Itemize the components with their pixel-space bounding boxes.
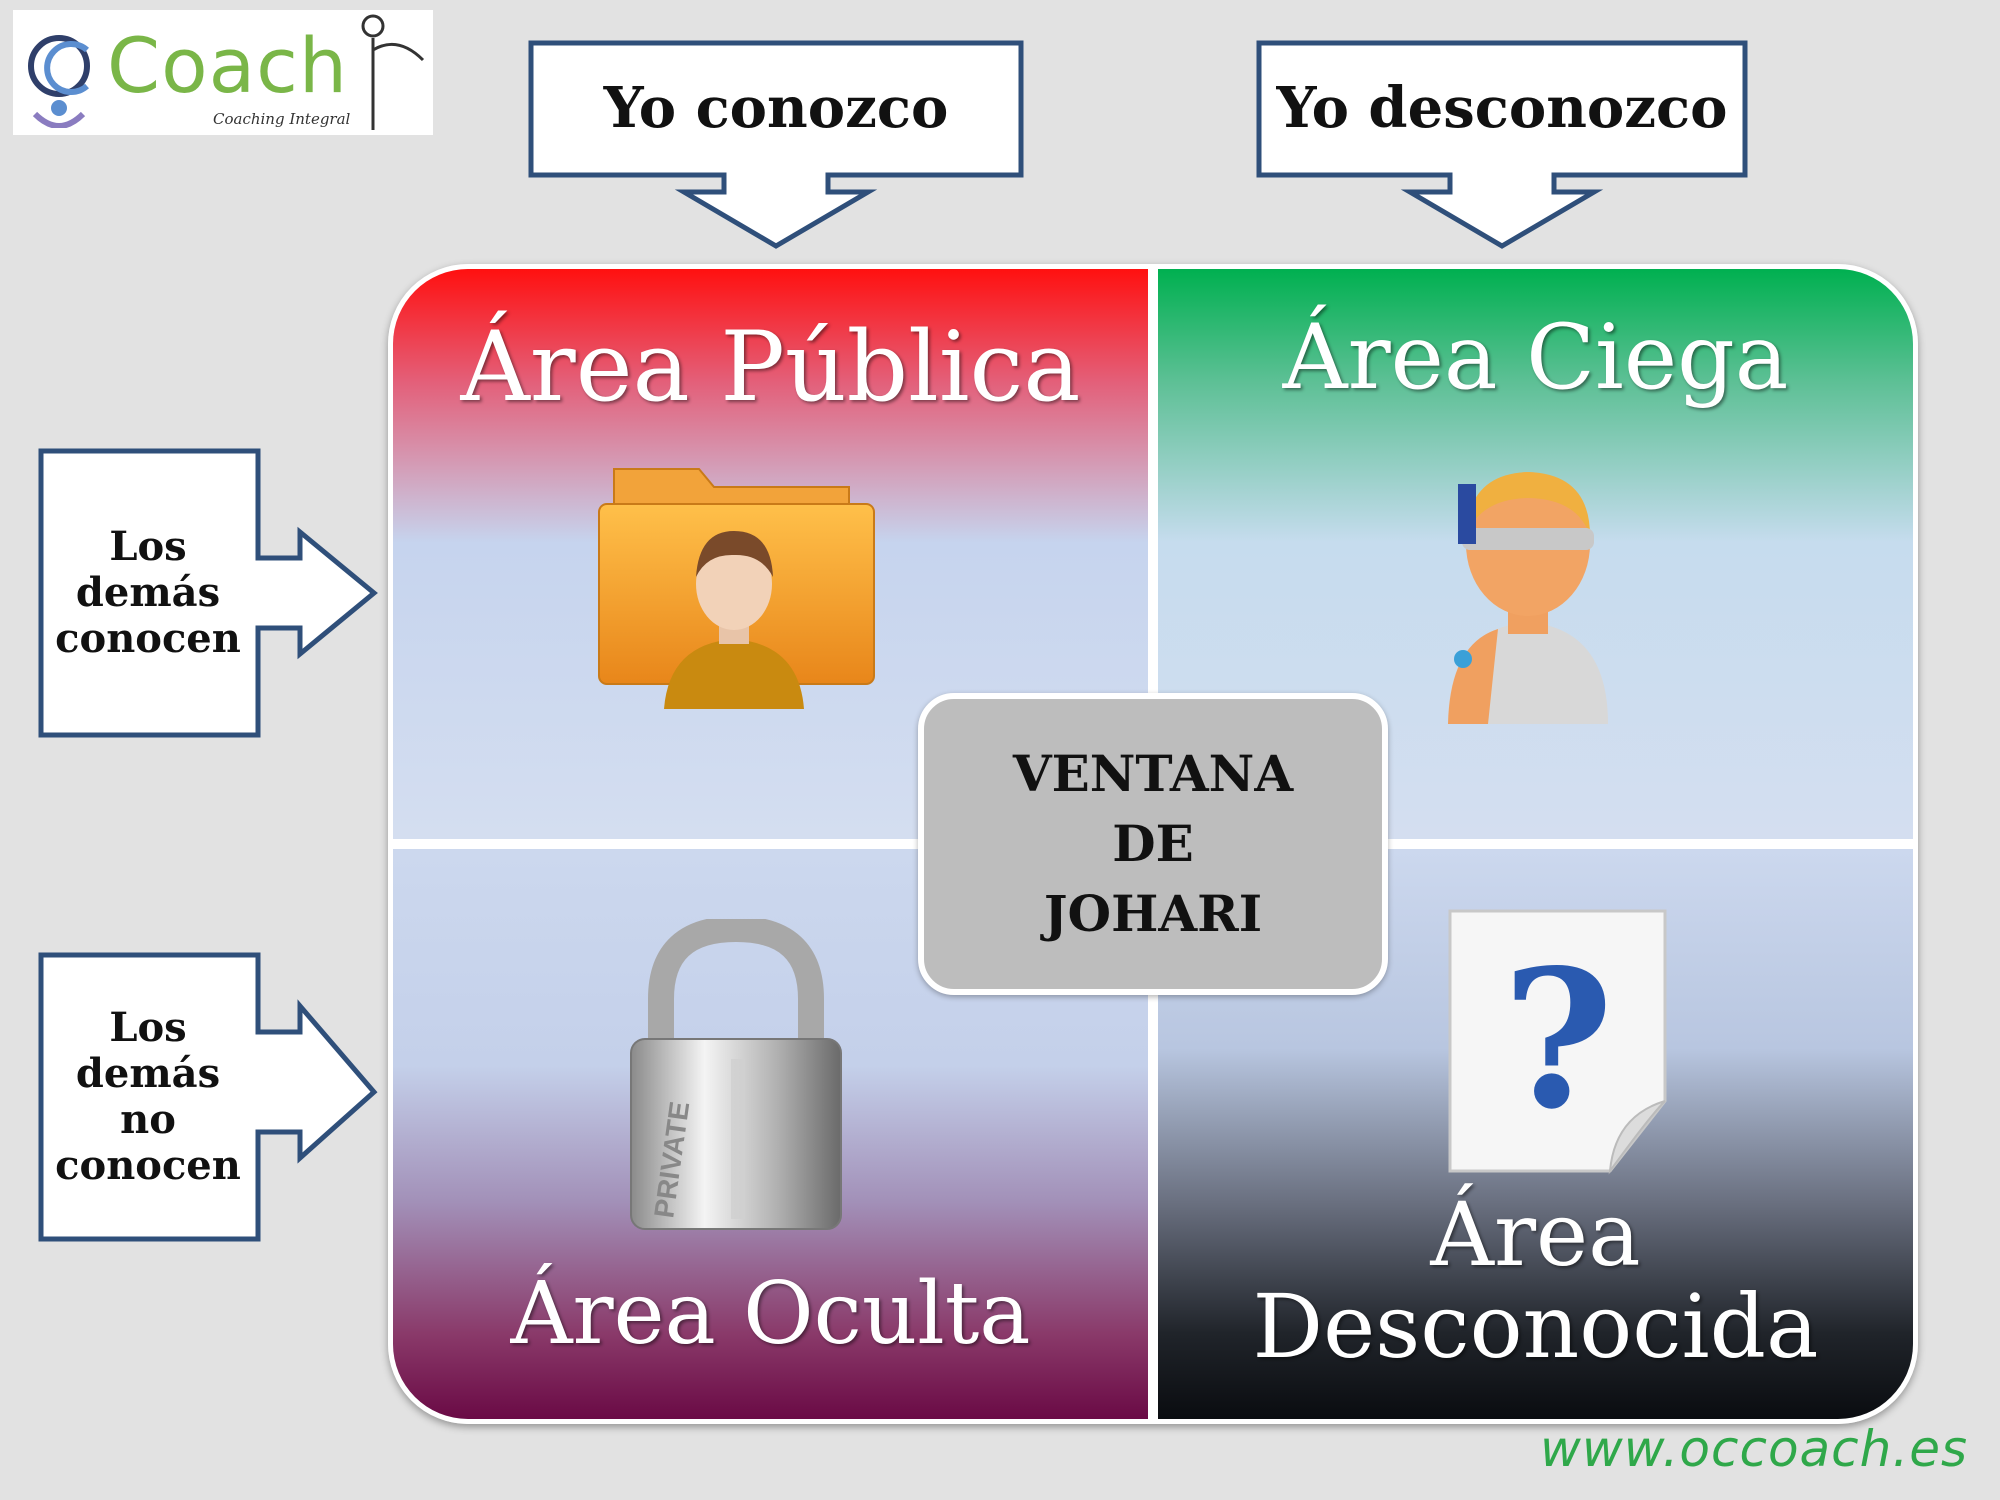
website-url: www.occoach.es bbox=[1540, 1420, 1969, 1478]
down-arrow-callout-shape bbox=[1256, 40, 1748, 249]
others-know-line-2: demás bbox=[75, 569, 221, 616]
question-document-icon: ? bbox=[1448, 909, 1667, 1175]
callout-los-demas-no-conocen: Los demás no conocen bbox=[38, 952, 378, 1242]
others-dont-know-line-3: no bbox=[120, 1096, 176, 1143]
area-ciega-title: Área Ciega bbox=[1282, 305, 1789, 410]
logo-figure-icon bbox=[361, 14, 425, 130]
question-mark-label: ? bbox=[1502, 928, 1613, 1151]
logo-tagline: Coaching Integral bbox=[213, 110, 351, 128]
area-oculta-title: Área Oculta bbox=[510, 1264, 1031, 1364]
center-line-2: DE bbox=[1112, 814, 1194, 873]
area-desconocida-line-2: Desconocida bbox=[1252, 1275, 1819, 1379]
others-know-label: Los demás conocen bbox=[38, 448, 258, 738]
folder-person-icon bbox=[598, 468, 875, 709]
right-arrow-callout-shape bbox=[38, 448, 378, 738]
center-line-3: JOHARI bbox=[1043, 884, 1263, 943]
logo-brand-text: Coach bbox=[107, 21, 349, 110]
area-publica-title: Área Pública bbox=[460, 311, 1081, 423]
others-know-line-3: conocen bbox=[55, 615, 241, 662]
yo-conozco-label: Yo conozco bbox=[603, 74, 949, 141]
others-dont-know-label: Los demás no conocen bbox=[38, 952, 258, 1242]
ventana-de-johari-center-box: VENTANA DE JOHARI bbox=[918, 693, 1388, 995]
occoach-logo: Coach Coaching Integral bbox=[13, 10, 433, 135]
area-desconocida-line-1: Área bbox=[1430, 1183, 1641, 1286]
others-know-line-1: Los bbox=[109, 523, 187, 570]
others-dont-know-line-2: demás bbox=[75, 1050, 221, 1097]
others-dont-know-line-4: conocen bbox=[55, 1142, 241, 1189]
down-arrow-callout-shape bbox=[528, 40, 1024, 249]
oc-logo-icon bbox=[28, 35, 90, 128]
callout-yo-conozco: Yo conozco bbox=[528, 40, 1024, 250]
blindfolded-person-icon bbox=[1448, 472, 1608, 724]
others-dont-know-line-1: Los bbox=[109, 1004, 187, 1051]
callout-yo-desconozco: Yo desconozco bbox=[1256, 40, 1748, 250]
yo-desconozco-label: Yo desconozco bbox=[1276, 74, 1728, 141]
callout-los-demas-conocen: Los demás conocen bbox=[38, 448, 378, 738]
padlock-private-icon: PRIVATE bbox=[630, 919, 842, 1230]
right-arrow-callout-shape bbox=[38, 952, 378, 1242]
area-desconocida-title: Área Desconocida bbox=[1158, 1183, 1913, 1379]
center-line-1: VENTANA bbox=[1012, 744, 1294, 803]
